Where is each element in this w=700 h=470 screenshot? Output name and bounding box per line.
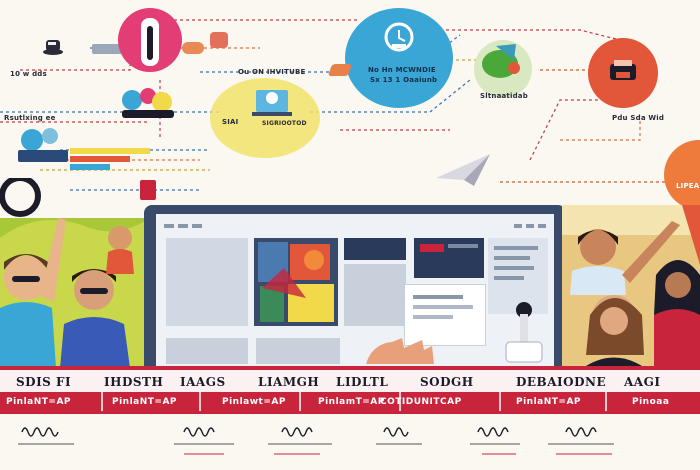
screen-panel-gray	[344, 264, 406, 326]
label-circle-green: Sltnaatidab	[480, 92, 528, 100]
banner-top-border	[0, 366, 700, 370]
screen-panel-card	[404, 284, 486, 346]
people-cluster-icon	[118, 82, 178, 122]
banner-heading-8: AAGI	[624, 375, 661, 389]
bar-icon	[92, 44, 122, 54]
label-circle-blue-2: Sx 13 1 Oaaiunb	[370, 76, 438, 84]
screen-panel-text	[488, 238, 548, 314]
banner-subheading-5: COTIDUNITCAP	[380, 397, 462, 407]
paper-plane-icon	[434, 150, 494, 188]
banner-headings-bar	[0, 370, 700, 392]
right-scene	[562, 205, 700, 370]
hand-icon	[362, 334, 442, 366]
screen-bottom-bar	[166, 338, 248, 364]
clock-icon	[384, 22, 414, 52]
people-group-icon	[18, 124, 68, 164]
pin-icon	[141, 18, 159, 66]
label-yellow-circle: SIAI	[222, 118, 239, 126]
chart-stripes-icon	[70, 148, 150, 172]
banner-heading-7: DEBAIODNE	[516, 375, 607, 389]
banner-separators	[99, 392, 609, 414]
window-controls-left	[164, 222, 224, 230]
label-circle-blue: No Hn MCWNDIE	[368, 66, 436, 74]
label-topleft: 10 w dds	[10, 70, 47, 78]
label-top-center: Ou ON IHVITUBE	[238, 68, 306, 76]
banner-subheading-3: Pinlawt=AP	[222, 397, 286, 407]
banner-subheading-1: PinlaNT=AP	[6, 397, 72, 407]
hat-icon	[42, 38, 64, 56]
label-left-mid: Rsutlxing ee	[4, 114, 56, 122]
banner-heading-4: LIAMGH	[258, 375, 320, 389]
window-controls-right	[514, 222, 550, 230]
orange-blob-icon	[182, 42, 204, 54]
banner-subheading-6: PinlaNT=AP	[516, 397, 582, 407]
banner-heading-6: SODGH	[420, 375, 474, 389]
label-yellow-circle-2: SIGRIOOTOD	[262, 120, 307, 127]
banner-heading-3: IAAGS	[180, 375, 226, 389]
left-scene	[0, 178, 150, 368]
screen-panel-image	[254, 238, 338, 326]
banner-subheading-4: PinlamT=AP	[318, 397, 385, 407]
banner-heading-2: IHDSTH	[104, 375, 164, 389]
banner-subheading-7: Pinoaa	[632, 397, 670, 407]
doc-icon	[140, 180, 156, 200]
footer-scribbles	[18, 427, 614, 455]
label-circle-orange-right: LIPEA	[676, 182, 700, 190]
banner-red-bar	[0, 392, 700, 414]
banner-heading-5: LIDLTL	[336, 375, 389, 389]
leaf-icon	[478, 36, 528, 84]
robot-arm-icon	[496, 296, 546, 366]
printer-icon	[608, 58, 638, 86]
banner-subheading-2: PinlaNT=AP	[112, 397, 178, 407]
screen-panel-video	[414, 238, 484, 278]
thumbs-up-icon	[210, 32, 228, 48]
banner-heading-1: SDIS FI	[16, 375, 72, 389]
screen-panel-dark	[344, 238, 406, 260]
screen-bottom-bar-2	[256, 338, 340, 364]
screen-panel-left	[166, 238, 248, 326]
label-circle-orange: Pdu Sda Wid	[612, 114, 665, 122]
banner-bottom-bar	[0, 414, 700, 470]
laptop-people-icon	[252, 84, 292, 118]
